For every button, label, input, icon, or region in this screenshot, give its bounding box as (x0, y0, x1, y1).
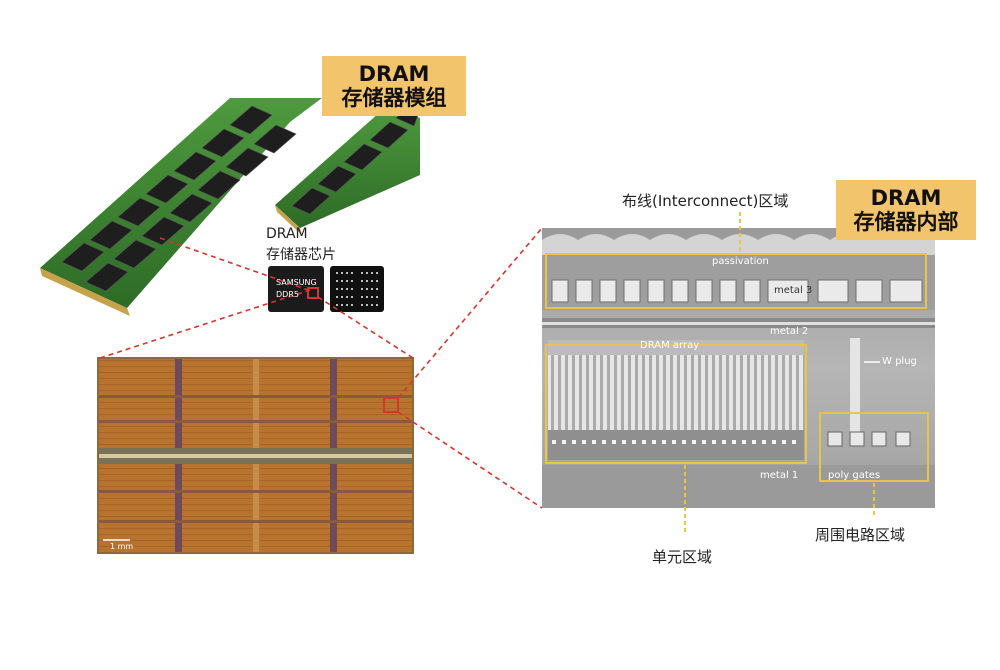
die-zoom-marker (383, 397, 399, 413)
dram-die-image (97, 357, 414, 554)
chip-brand-marking: SAMSUNG (276, 278, 317, 287)
periphery-callout: 周围电路区域 (815, 526, 906, 544)
chip-zoom-marker (307, 287, 319, 299)
cell-area-callout: 单元区域 (652, 548, 713, 566)
die-scale-label: 1 mm (110, 542, 134, 551)
sem-label-metal1: metal 1 (760, 470, 799, 481)
interconnect-callout: 布线(Interconnect)区域 (622, 192, 789, 210)
chip-caption-line1: DRAM (266, 226, 308, 242)
module-chips (61, 105, 297, 292)
sem-label-passivation: passivation (712, 256, 769, 267)
inside-tag-line2: 存储器内部 (853, 210, 959, 235)
sem-label-w-plug: W plug (882, 356, 917, 367)
module-tag-line1: DRAM (358, 62, 430, 86)
sem-label-dram-array: DRAM array (640, 340, 700, 351)
module-tag-line2: 存储器模组 (341, 86, 447, 111)
dram-module-right (275, 103, 421, 235)
chip-model-marking: DDR5 (276, 290, 299, 299)
sem-cross-section (542, 228, 935, 508)
inside-tag: DRAM 存储器内部 (836, 180, 976, 241)
periphery-highlight-box (819, 412, 929, 482)
inside-tag-line1: DRAM (870, 186, 942, 210)
chip-caption-line2: 存储器芯片 (266, 247, 336, 263)
module-tag: DRAM 存储器模组 (322, 56, 466, 117)
cell-area-highlight-box (545, 344, 807, 464)
sem-label-metal3: metal 3 (774, 285, 813, 296)
dram-chip-back (330, 266, 384, 312)
interconnect-highlight-box (545, 253, 927, 309)
dram-chip-front (268, 266, 324, 312)
zoom-lines (99, 227, 543, 509)
sem-label-poly-gates: poly gates (828, 470, 881, 481)
sem-label-metal2: metal 2 (770, 326, 809, 337)
dram-module-left (40, 98, 322, 316)
